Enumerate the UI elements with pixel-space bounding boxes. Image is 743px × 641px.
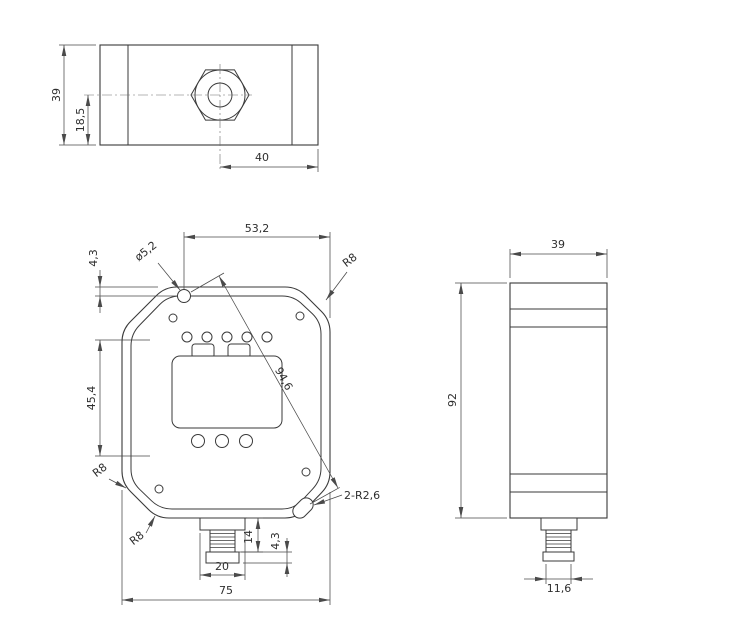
extension-lines <box>121 490 331 605</box>
dimension-line <box>218 275 339 489</box>
dim-label-corner-radius-bottom-left: R8 <box>90 461 110 480</box>
dim-top-height: 39 <box>50 44 96 146</box>
dim-label-side-width: 39 <box>551 238 565 251</box>
dim-connector-tip: 4,3 <box>241 532 292 577</box>
connector-thread-lines <box>546 533 571 548</box>
button-3 <box>239 434 253 448</box>
dim-connector-width: 20 <box>199 533 246 580</box>
dim-label-hole-diameter: ø5,2 <box>132 239 159 264</box>
leader-line <box>157 262 181 291</box>
extension-lines <box>545 564 572 584</box>
dim-label-window-height: 45,4 <box>85 386 98 411</box>
dim-side-height: 92 <box>446 282 507 519</box>
button-2 <box>215 434 229 448</box>
led-1 <box>181 331 193 343</box>
dim-side-width: 39 <box>509 238 608 278</box>
button-1 <box>191 434 205 448</box>
callout-hole-diameter: ø5,2 <box>132 239 181 291</box>
dim-side-connector-width: 11,6 <box>524 564 593 595</box>
side-view: 39 92 11,6 <box>446 238 608 595</box>
callout-slot: 2-R2,6 <box>313 489 380 506</box>
connector-collar <box>542 551 575 562</box>
side-connector <box>540 517 578 562</box>
front-view: 53,2 4,3 ø5,2 R8 45,4 94,6 R <box>85 222 380 605</box>
dim-gland-offset: 18,5 <box>74 95 91 145</box>
dim-label-connector-tip: 4,3 <box>269 532 282 550</box>
led-4 <box>241 331 253 343</box>
dim-label-top-height: 39 <box>50 88 63 102</box>
extension-lines <box>199 533 246 580</box>
leader-line <box>325 271 348 301</box>
dim-gland-to-edge: 40 <box>220 149 319 172</box>
leader-line <box>145 515 156 534</box>
dim-label-corner-radius-bottom: R8 <box>127 529 147 548</box>
dim-label-side-height: 92 <box>446 393 459 407</box>
dim-label-connector-length: 14 <box>242 530 255 544</box>
dim-window-height: 45,4 <box>85 339 150 457</box>
dim-label-slot: 2-R2,6 <box>344 489 380 502</box>
leader-line <box>313 494 343 506</box>
screw-top-left <box>168 313 178 323</box>
extension-lines <box>95 286 177 297</box>
mounting-hole-top-left <box>177 289 191 303</box>
dim-label-side-connector-width: 11,6 <box>547 582 572 595</box>
dim-label-overall-width: 75 <box>219 584 233 597</box>
callout-corner-radius-bottom: R8 <box>127 515 156 548</box>
led-5 <box>261 331 273 343</box>
dim-label-gland-offset: 18,5 <box>74 108 87 133</box>
screw-bottom-left <box>154 484 164 494</box>
dim-hole-top-offset: 4,3 <box>87 249 177 313</box>
callout-corner-radius-bottom-left: R8 <box>90 461 127 489</box>
dim-label-hole-top-offset: 4,3 <box>87 249 100 267</box>
extension-lines <box>241 551 292 564</box>
led-3 <box>221 331 233 343</box>
dim-label-corner-radius-top-right: R8 <box>340 251 360 270</box>
screw-top-right <box>295 311 305 321</box>
front-connector <box>199 517 246 564</box>
led-2 <box>201 331 213 343</box>
extension-lines <box>455 282 507 519</box>
dim-label-connector-width: 20 <box>215 560 229 573</box>
side-body <box>509 282 608 519</box>
display-body <box>171 355 283 429</box>
connector-thread-lines <box>210 533 235 548</box>
connector-flange <box>199 517 246 531</box>
top-view: 39 18,5 40 <box>50 44 319 172</box>
leader-line <box>108 478 127 489</box>
callout-corner-radius-top-right: R8 <box>325 251 360 301</box>
button-row <box>191 434 253 448</box>
mounting-slot-bottom-right <box>292 497 314 519</box>
extension-lines <box>95 339 150 457</box>
extension-lines <box>509 249 608 278</box>
dim-label-hole-to-edge: 53,2 <box>245 222 270 235</box>
dim-label-gland-to-edge: 40 <box>255 151 269 164</box>
connector-flange <box>540 517 578 531</box>
display-window <box>171 343 283 429</box>
dim-overall-width: 75 <box>121 490 331 605</box>
side-body-seam-lines <box>510 308 607 493</box>
connector-collar <box>205 551 240 564</box>
screw-bottom-right <box>301 467 311 477</box>
